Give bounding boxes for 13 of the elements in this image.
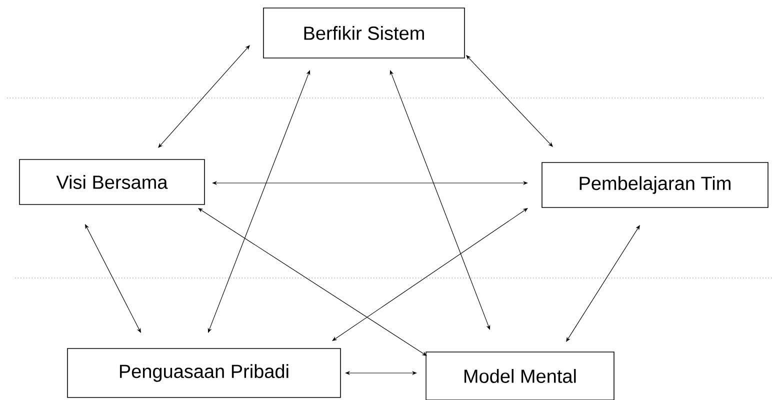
concept-box: Pembelajaran Tim <box>542 162 768 208</box>
concept-box: Berfikir Sistem <box>263 8 465 58</box>
arrow <box>85 224 141 333</box>
concept-box: Penguasaan Pribadi <box>67 348 341 398</box>
arrow <box>390 70 490 330</box>
concept-box: Visi Bersama <box>19 159 205 205</box>
arrow <box>208 70 310 333</box>
arrow <box>198 208 427 356</box>
concept-box: Model Mental <box>426 352 614 400</box>
arrow <box>566 225 640 342</box>
arrow <box>332 208 528 341</box>
arrow <box>158 45 250 148</box>
arrow <box>466 55 553 147</box>
